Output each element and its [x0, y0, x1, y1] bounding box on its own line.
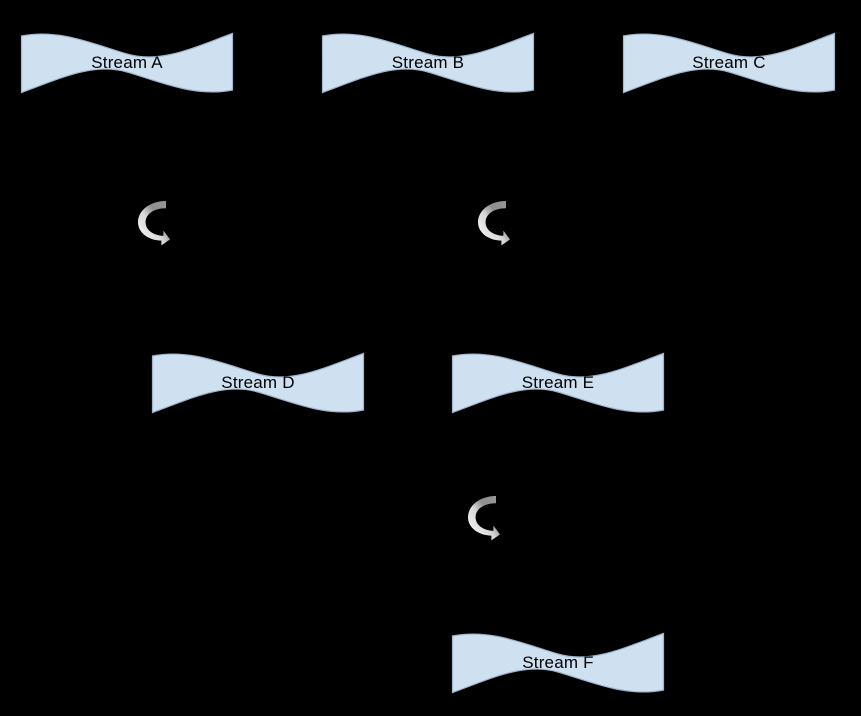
ribbon-shape-icon	[451, 632, 665, 694]
ribbon-shape-icon	[20, 32, 234, 94]
rotate-arrow-icon	[468, 496, 500, 541]
ribbon-shape-icon	[622, 32, 836, 94]
ribbon-shape-icon	[451, 352, 665, 414]
stream-node-d[interactable]: Stream D	[150, 350, 366, 416]
stream-node-f[interactable]: Stream F	[450, 630, 666, 696]
ribbon-shape-icon	[151, 352, 365, 414]
rotate-arrow-icon	[138, 201, 170, 246]
rotate-arrow-1[interactable]	[136, 199, 170, 247]
rotate-arrow-3[interactable]	[466, 494, 500, 542]
stream-node-c[interactable]: Stream C	[621, 30, 837, 96]
rotate-arrow-icon	[478, 201, 510, 246]
stream-node-e[interactable]: Stream E	[450, 350, 666, 416]
rotate-arrow-2[interactable]	[476, 199, 510, 247]
stream-node-b[interactable]: Stream B	[320, 30, 536, 96]
ribbon-shape-icon	[321, 32, 535, 94]
stream-node-a[interactable]: Stream A	[19, 30, 235, 96]
